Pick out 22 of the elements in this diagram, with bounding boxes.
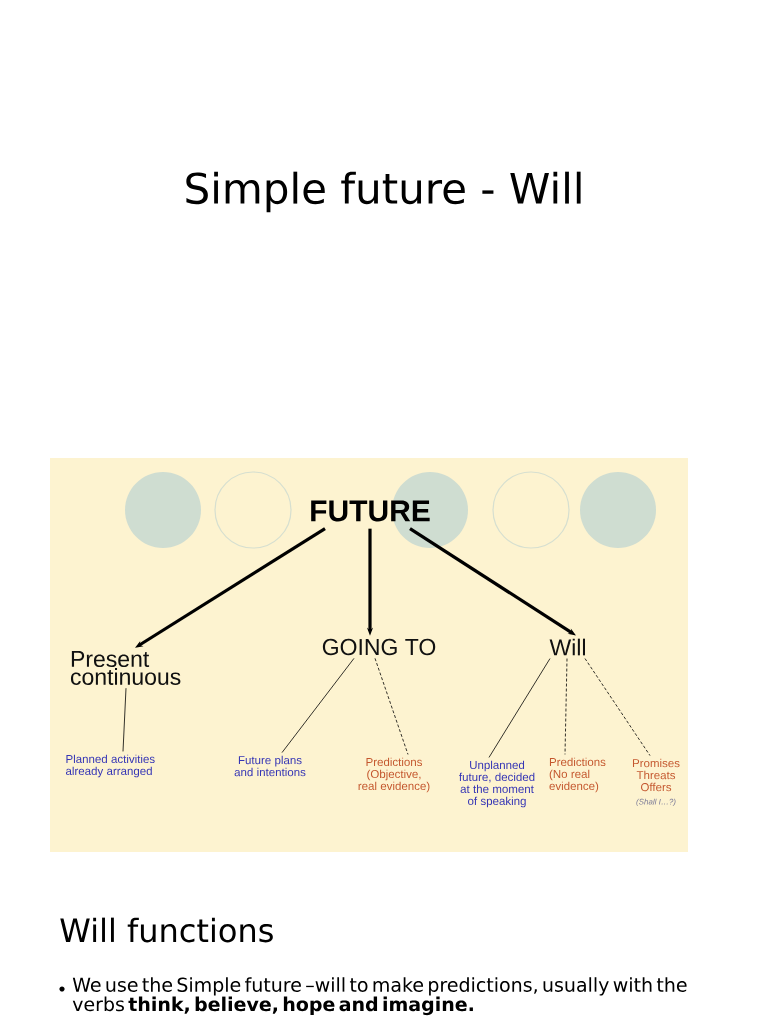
arrow <box>135 527 326 648</box>
arrow <box>409 527 576 636</box>
leaf-label: Unplanned future, decided at the moment of speaking <box>459 760 535 808</box>
branch-label: Will <box>549 638 585 656</box>
leaf-label: Promises Threats Offers <box>633 758 680 792</box>
connector-line <box>488 658 551 758</box>
title: Simple future - Will <box>186 171 581 213</box>
section-heading: Will functions <box>60 917 273 943</box>
leaf-label: Predictions (No real evidence) <box>549 757 606 793</box>
heading-label: FUTURE <box>311 500 430 522</box>
leaf-label: Planned activities already arranged <box>66 754 155 778</box>
connector-line <box>374 657 409 755</box>
leaf-label: Future plans and intentions <box>234 755 306 777</box>
leaf-label: Predictions (Objective, real evidence) <box>358 757 430 793</box>
connector-line <box>281 657 355 753</box>
bullet-text: We use the Simple future –will to make predictions, usually with the verbs think, believe, hope and imagine. <box>72 977 687 1016</box>
connector-line <box>564 658 568 755</box>
connector-line <box>584 658 651 756</box>
branch-label: Present continuous <box>70 651 181 685</box>
connector-line <box>122 687 127 752</box>
note-text: (Shall I…?) <box>636 798 676 807</box>
branch-label: GOING TO <box>322 638 436 656</box>
